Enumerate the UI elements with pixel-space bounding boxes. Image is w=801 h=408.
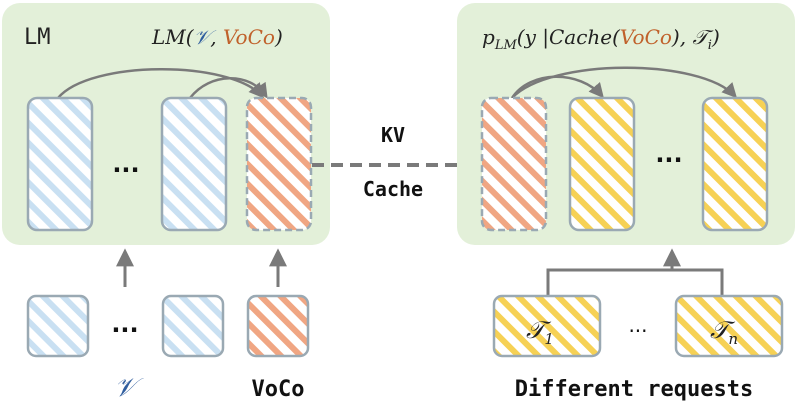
vision-token-block-1 [26,96,94,232]
vision-input-ellipsis: ... [111,310,138,338]
request-last-sub: n [728,330,738,348]
lm-label: LM [24,25,51,50]
voco-label: VoCo [252,377,305,402]
lm-formula-prefix: LM( [151,25,195,49]
attention-arc-short [189,77,268,99]
vision-input-block-2 [161,294,225,358]
lm-formula: LM(𝒱, VoCo) [151,25,283,49]
request-formula-suffix: ) [711,25,720,49]
request-ellipsis: ... [655,140,682,168]
requests-label: Different requests [515,377,753,402]
cached-voco-block [480,96,548,232]
request-token-block-2 [701,96,769,232]
request-formula-sub: LM [494,38,518,53]
request-formula-mid: (y |Cache( [517,25,621,50]
request-input-block-1 [492,294,602,358]
vision-input-block-1 [26,294,90,358]
request-token-block-1 [568,96,636,232]
request-formula-t-sub: i [708,38,712,53]
lm-formula-sep: , [210,25,223,49]
vision-label: 𝒱 [114,373,144,403]
cache-label: Cache [363,177,423,201]
request-formula: pLM(y |Cache(VoCo), 𝒯i) [482,25,720,53]
request-arc-long [511,66,738,99]
vision-token-block-2 [160,96,228,232]
kv-label: KV [381,123,405,147]
voco-input-block [246,294,310,358]
voco-token-block [245,96,313,232]
request-formula-voco: VoCo [620,25,672,49]
request-formula-after: ), [671,25,693,49]
request-input-ellipsis: ... [628,313,647,337]
attention-arc-long [57,68,264,99]
lm-formula-voco: VoCo [223,25,275,49]
lm-ellipsis: ... [112,150,139,178]
request-merge-lines [546,268,724,296]
request-input-block-2 [674,294,784,358]
request-first-sub: 1 [544,330,554,348]
request-formula-p: p [482,25,495,49]
lm-formula-suffix: ) [274,25,283,49]
